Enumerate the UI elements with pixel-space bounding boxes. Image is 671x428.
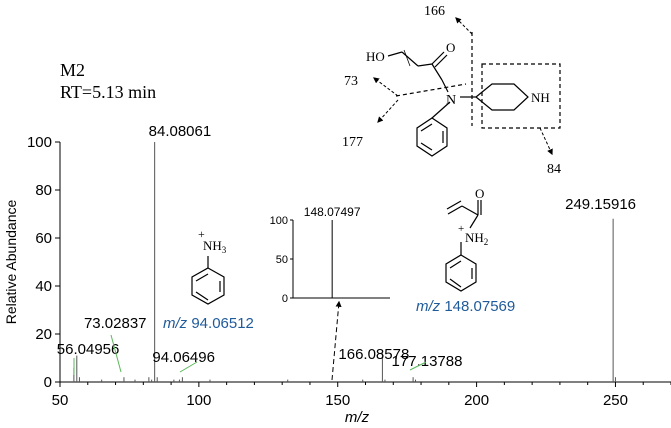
inset-spectrum: 0 50 100 148.07497 <box>270 205 390 305</box>
piperidine-ring <box>475 83 529 111</box>
parent-structure <box>387 32 561 157</box>
acrylamide-n-c-bond <box>469 214 479 229</box>
x-tick-label: 200 <box>464 392 489 409</box>
y-tick-label: 20 <box>35 326 52 343</box>
peak-label: 249.15916 <box>565 196 636 213</box>
y-axis-label: Relative Abundance <box>3 200 19 325</box>
y-tick-label: 100 <box>27 134 52 151</box>
n-phenyl <box>431 101 451 119</box>
peak-label: 56.04956 <box>57 341 120 358</box>
leader-94 <box>179 361 198 373</box>
peak-label: 166.08578 <box>338 346 409 363</box>
ho-bond <box>387 51 403 57</box>
anilinium-nh: NH3 <box>203 238 227 255</box>
y-tick-label: 40 <box>35 278 52 295</box>
arrow-177 <box>377 99 399 123</box>
acrylamide-double-bond <box>449 260 462 269</box>
acrylamide-charge: + <box>458 223 464 235</box>
anilinium-double-bond <box>195 291 209 301</box>
x-tick-label: 50 <box>52 392 69 409</box>
acrylamide-structure <box>445 200 482 292</box>
fragment-73: 73 <box>344 74 358 89</box>
acrylamide-chain <box>461 205 479 216</box>
acrylamide-ring <box>445 254 477 292</box>
acrylamide-double-bond <box>449 278 462 288</box>
fragment-84: 84 <box>547 162 561 177</box>
x-tick-label: 100 <box>186 392 211 409</box>
frag-line-vertical <box>403 49 411 67</box>
peak-label: 94.06496 <box>152 349 215 366</box>
phenyl-ring <box>416 117 448 157</box>
retention-time: RT=5.13 min <box>60 82 156 102</box>
acrylamide-vinyl <box>447 205 463 215</box>
y-tick-label: 0 <box>44 374 52 391</box>
x-ticks: 50 100 150 200 250 <box>52 382 671 409</box>
inset-peak-label: 148.07497 <box>304 205 361 219</box>
arrow-84 <box>539 127 553 156</box>
carbonyl-bond <box>431 51 445 65</box>
fragment-166: 166 <box>424 4 445 19</box>
x-tick-label: 250 <box>603 392 628 409</box>
chain-bond-1 <box>401 51 419 67</box>
y-tick-label: 80 <box>35 182 52 199</box>
amide-n-label: N <box>446 93 456 108</box>
piperidine-nh-label: NH <box>531 90 550 105</box>
chain-bond-2 <box>417 63 433 67</box>
ho-label: HO <box>366 49 385 64</box>
phenyl-double <box>420 123 433 132</box>
peak-label: 73.02837 <box>84 315 147 332</box>
peak-label: 177.13788 <box>392 353 463 370</box>
y-ticks: 0 20 40 60 80 100 <box>27 134 60 391</box>
piperidine-box <box>481 63 561 129</box>
inset-pointer-arrow <box>331 300 342 381</box>
anilinium-mz-label: m/z 94.06512 <box>163 315 254 332</box>
label-leaders <box>73 334 427 375</box>
inset-y-tick-label: 0 <box>282 293 288 305</box>
leader-73 <box>110 334 122 373</box>
inset-y-tick-label: 100 <box>270 215 288 227</box>
acrylamide-vinyl-2 <box>446 200 462 210</box>
carbonyl-bond-2 <box>434 54 448 68</box>
acrylamide-o: O <box>475 186 484 201</box>
acrylamide-mz-label: m/z 148.07569 <box>416 298 515 315</box>
inset-y-ticks: 0 50 100 <box>270 215 293 305</box>
acrylamide-nh: NH2 <box>465 230 488 247</box>
phenyl-double <box>420 142 433 151</box>
x-tick-label: 150 <box>325 392 350 409</box>
peak-label: 84.08061 <box>149 123 212 140</box>
carbonyl-o-label: O <box>446 40 455 55</box>
inset-y-tick-label: 50 <box>276 254 288 266</box>
anilinium-ring <box>191 267 225 305</box>
anilinium-charge: + <box>198 227 205 241</box>
y-tick-label: 60 <box>35 230 52 247</box>
peak-labels: 56.04956 73.02837 84.08061 94.06496 166.0857… <box>57 123 636 370</box>
inset-peaks: 148.07497 <box>304 205 361 298</box>
frag-line-73 <box>395 83 467 97</box>
fragment-177: 177 <box>342 135 363 150</box>
arrow-73 <box>373 77 399 97</box>
sample-name: M2 <box>60 60 85 80</box>
x-axis-label: m/z <box>345 409 370 426</box>
amide-c-n <box>441 79 449 93</box>
anilinium-structure <box>191 256 225 305</box>
leader-177 <box>409 361 427 371</box>
chain-bond-3 <box>431 63 443 81</box>
anilinium-double-bond <box>195 273 209 282</box>
arrow-166 <box>455 17 473 35</box>
